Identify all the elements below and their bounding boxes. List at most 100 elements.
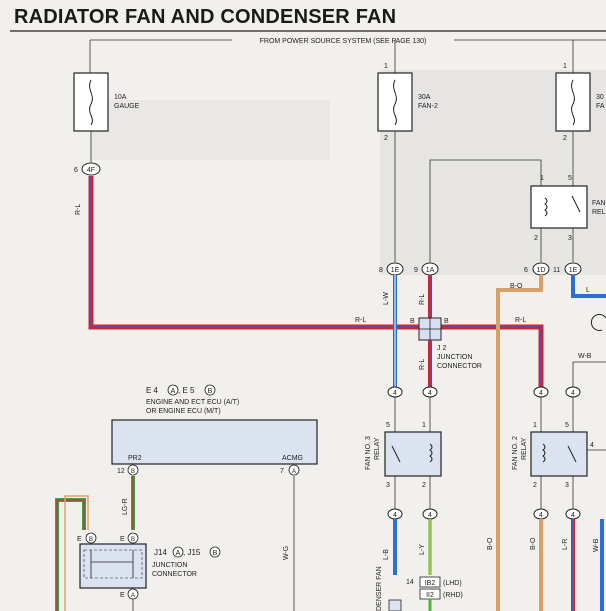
junction-j2-name2: CONNECTOR [437, 363, 482, 370]
connector-4f [81, 162, 101, 176]
jc-ref: J14 [154, 548, 167, 557]
fan2-fuse-rating: 30A [418, 94, 431, 101]
connector-4-lower-row: 4 4 4 4 [387, 508, 581, 520]
relay-switch-icon [571, 195, 581, 213]
junction-connector-inner [83, 549, 143, 579]
power-source-label: FROM POWER SOURCE SYSTEM (SEE PAGE 130) [260, 38, 427, 45]
relay2-pin-3: 3 [565, 482, 569, 489]
pin-11: 11 [553, 267, 560, 274]
jc-ref-b: B [213, 550, 218, 557]
jc-ref-a: A [176, 550, 181, 557]
fan3-relay-box [384, 431, 442, 477]
relay2-pin-1: 1 [533, 422, 537, 429]
wire-label-rl-4: R-L [419, 294, 426, 305]
ecu-pin-7-circle [288, 464, 300, 476]
wire-label-lr: L-R [562, 539, 569, 550]
jc-b-right: B [131, 537, 135, 543]
jc-ref2: , J15 [183, 548, 201, 557]
pin-8: 8 [379, 267, 383, 274]
ecu-pin-12-b: B [131, 469, 135, 475]
ecu-pin-7-a: A [292, 469, 296, 475]
fuse-icon [89, 79, 93, 126]
ecu-ref-a: A [171, 388, 176, 395]
junction-connector-j14 [79, 543, 147, 589]
fuse-icon [571, 79, 575, 126]
wire-label-l: L [586, 287, 590, 294]
fan2-fuse-name: FAN-2 [418, 103, 438, 110]
wire-label-ly: L-Y [419, 544, 426, 555]
condenser-fan-label: DENSER FAN [376, 566, 383, 611]
relay2-pin-4: 4 [590, 442, 594, 449]
wire-label-rl-3: R-L [515, 317, 526, 324]
jc-b-left-circle [85, 532, 97, 544]
relay3-pin-2: 2 [422, 482, 426, 489]
connector-4-h-label: 4 [571, 512, 575, 519]
connector-4-c-label: 4 [539, 390, 543, 397]
junction-b-left: B [410, 318, 415, 325]
wire-label-rl-5: R-L [419, 359, 426, 370]
ecu-ref-b-circle [204, 384, 216, 396]
wire-label-bo-3: B-O [530, 537, 537, 550]
relay3-switch-icon [391, 445, 401, 463]
ecu-pin-7: 7 [280, 468, 284, 475]
fan2-fuse [377, 72, 413, 132]
ecu-name-1: ENGINE AND ECT ECU (A/T) [146, 399, 239, 406]
jc-name-1: JUNCTION [152, 562, 187, 569]
wire-label-lw: L-W [383, 292, 390, 305]
fan3-relay-label-1: FAN NO. 3 [365, 436, 372, 470]
page-title: RADIATOR FAN AND CONDENSER FAN [14, 6, 397, 28]
jc-e-left: E [77, 536, 82, 543]
connector-ib2-label: IB2 [425, 580, 436, 587]
fan3-fuse-name: FA [596, 103, 605, 110]
ecu-pin-acmg: ACMG [282, 455, 303, 462]
ib-pin-14: 14 [406, 579, 414, 586]
gauge-fuse-pin: 6 [74, 167, 78, 174]
connector-4-e-label: 4 [393, 512, 397, 519]
relay-pin-1: 1 [540, 175, 544, 182]
wire-label-wb-2: W-B [593, 538, 600, 552]
ecu-pin-12: 12 [117, 468, 125, 475]
jc-e-right: E [120, 536, 125, 543]
relay2-pin-2: 2 [533, 482, 537, 489]
wire-rl-purple-stripe [90, 176, 542, 388]
connector-4-a-label: 4 [393, 390, 397, 397]
wire-label-wb: W-B [578, 353, 592, 360]
fan-relay-label: FAN [592, 200, 606, 207]
fan-relay-label-2: REL [592, 209, 606, 216]
connector-1d-label: 1D [537, 267, 546, 274]
jc-name-2: CONNECTOR [152, 571, 197, 578]
wire-relay-to-1a [429, 159, 542, 262]
fan3-fuse-pin-bottom: 2 [563, 135, 567, 142]
junction-j2-ref: J 2 [437, 345, 446, 352]
fan3-relay-label-2: RELAY [374, 437, 381, 460]
wire-label-rl-1: R-L [75, 204, 82, 215]
partial-ground-icon [590, 314, 606, 331]
wire-label-bo: B-O [510, 283, 523, 290]
connector-4-b-label: 4 [428, 390, 432, 397]
fan3-fuse-pin-top: 1 [563, 63, 567, 70]
relay3-pin-3: 3 [386, 482, 390, 489]
jc-a-bottom: A [131, 593, 135, 599]
ecu-ref2: , E 5 [178, 386, 195, 395]
pin-6: 6 [524, 267, 528, 274]
wire-label-lgr: LG-R [122, 498, 129, 515]
connector-4-f-label: 4 [428, 512, 432, 519]
fan2-fuse-pin-top: 1 [384, 63, 388, 70]
fan3-fuse [555, 72, 591, 132]
wire-left-tan [64, 495, 89, 611]
fan3-fuse-rating: 30 [596, 94, 604, 101]
ecu-ref: E 4 [146, 386, 159, 395]
junction-j2-name1: JUNCTION [437, 354, 472, 361]
relay3-pin-5: 5 [386, 422, 390, 429]
relay2-switch-icon [567, 445, 577, 463]
ecu-box [111, 419, 318, 465]
relay3-coil-icon [429, 443, 433, 463]
connector-4-g-label: 4 [539, 512, 543, 519]
connector-ii2-rhd: (RHD) [443, 592, 463, 599]
wire-wb [572, 361, 606, 388]
condenser-fan-box [388, 599, 402, 611]
gauge-fuse-name: GAUGE [114, 103, 140, 110]
wire-l-blue [571, 275, 606, 298]
wire-label-rl-2: R-L [355, 317, 366, 324]
